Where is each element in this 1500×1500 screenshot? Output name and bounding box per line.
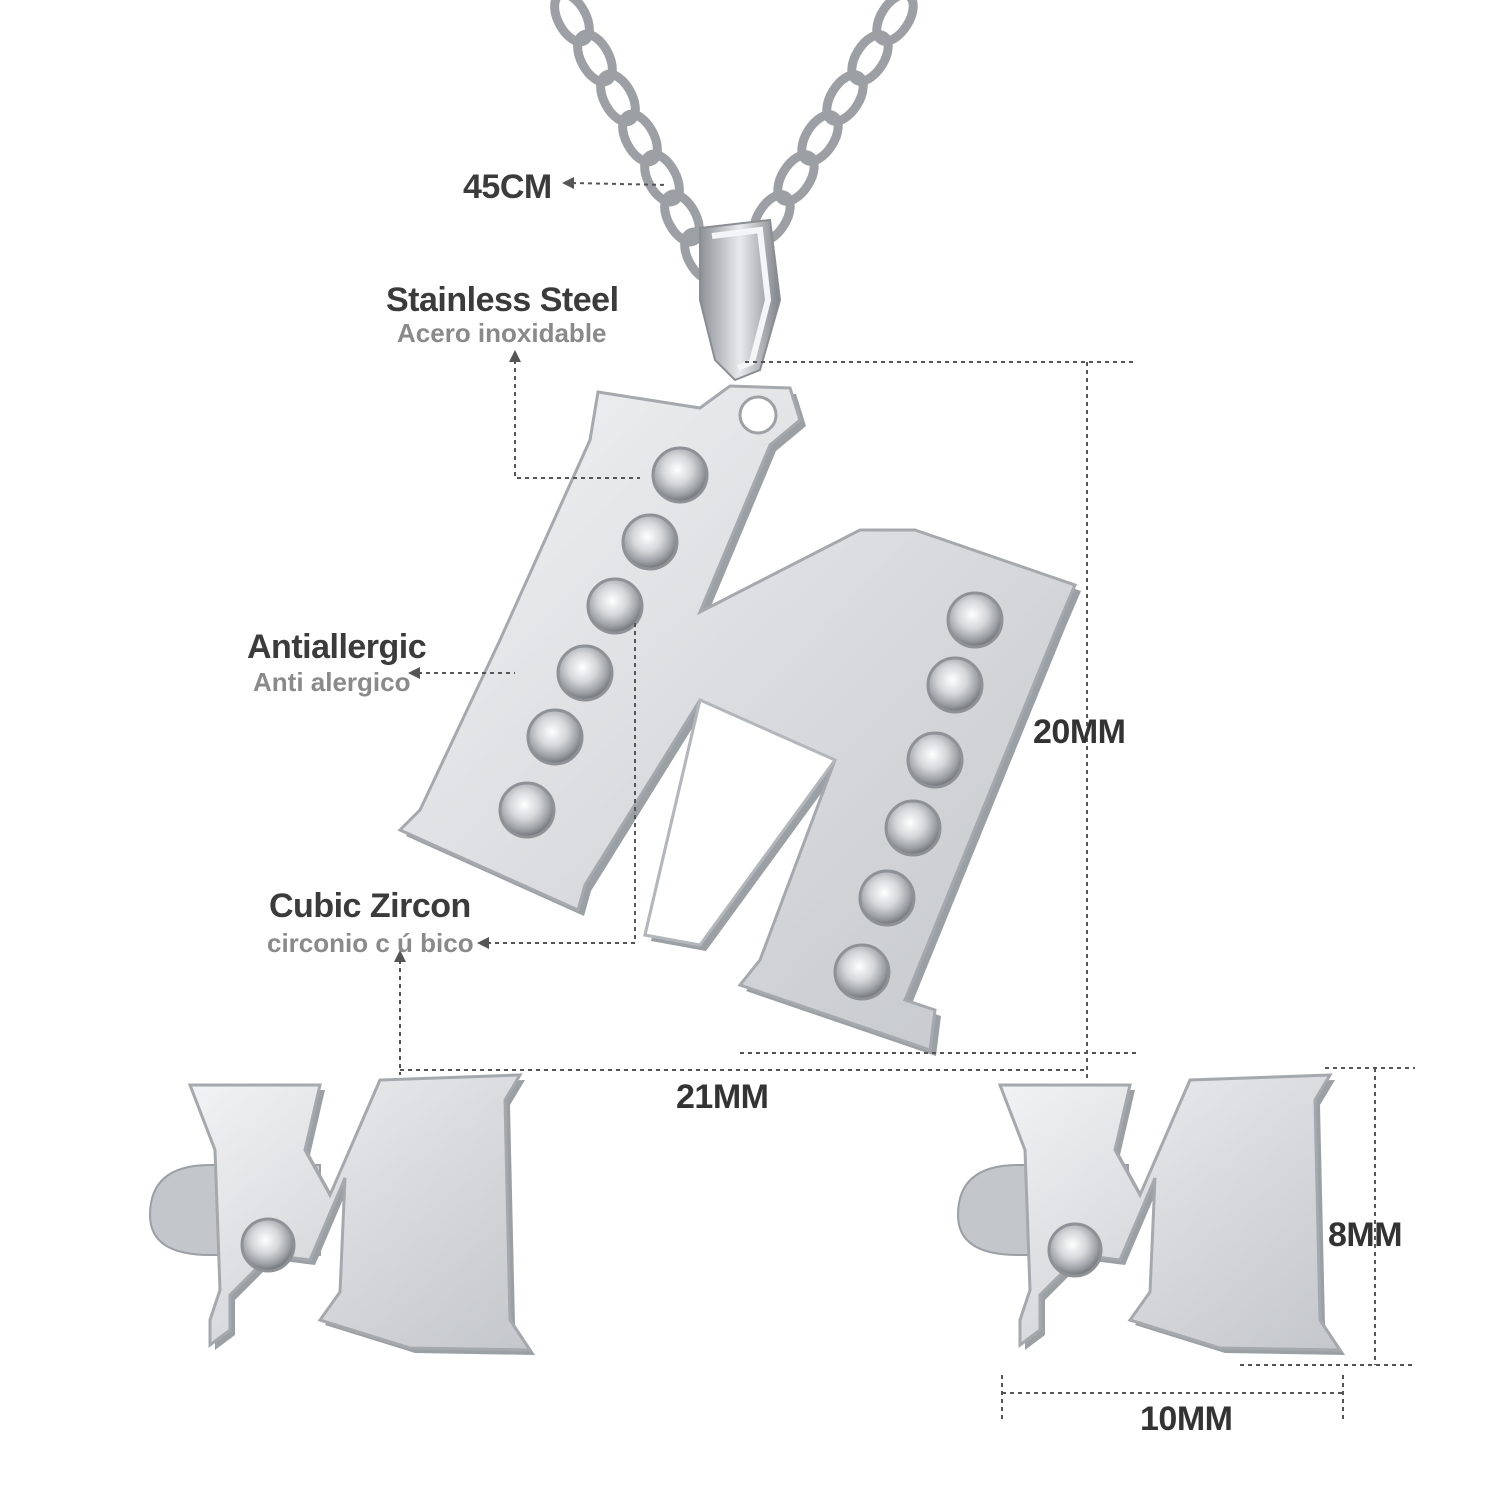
pendant-letter-m (397, 384, 1081, 1056)
leader-lines (399, 182, 669, 1075)
earring-height-label: 8MM (1328, 1216, 1403, 1254)
pendant-stones (498, 446, 1004, 1001)
allergy-label: Antiallergic (247, 628, 427, 666)
material-label: Stainless Steel (386, 281, 619, 319)
pendant-bail (699, 218, 782, 382)
pendant-width-label: 21MM (676, 1078, 769, 1116)
earring-width-label: 10MM (1140, 1400, 1233, 1438)
pendant-height-label: 20MM (1033, 713, 1126, 751)
material-sublabel: Acero inoxidable (397, 318, 607, 348)
allergy-sublabel: Anti alergico (253, 667, 411, 697)
stone-sublabel: circonio c ú bico (267, 928, 474, 958)
dimension-lines (400, 361, 1415, 1420)
stone-label: Cubic Zircon (269, 887, 471, 925)
chain-length-label: 45CM (463, 168, 552, 206)
leader-arrowheads (394, 177, 574, 962)
earring-right (956, 1073, 1345, 1355)
earring-left (148, 1073, 535, 1355)
